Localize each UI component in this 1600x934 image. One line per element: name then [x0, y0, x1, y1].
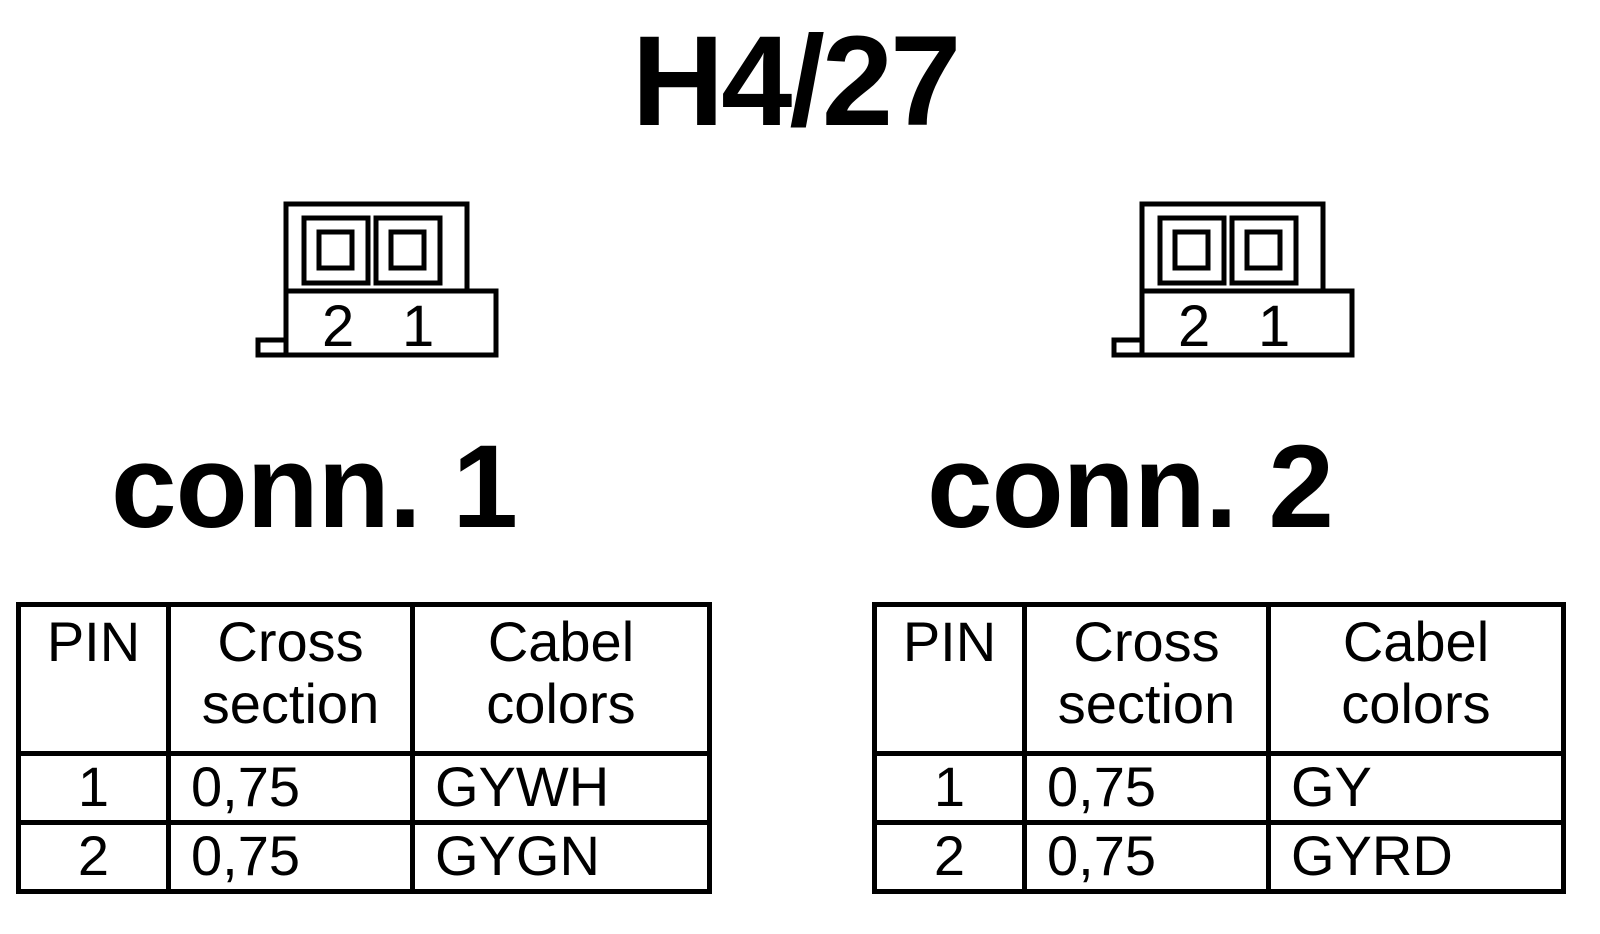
connector-2-latch: [1111, 337, 1145, 358]
table-header-row: PIN Cross section Cabel colors: [16, 602, 712, 756]
table-row: 2 0,75 GYRD: [872, 820, 1566, 894]
connector-2-pin-label-1: 1: [1258, 294, 1290, 359]
cell-cross-section: 0,75: [1022, 820, 1271, 894]
header-pin: PIN: [872, 602, 1027, 756]
connector-2-base: [1139, 288, 1355, 358]
header-cabel-colors: Cabel colors: [1266, 602, 1566, 756]
connector-2-cavity-1-inner: [1244, 229, 1283, 271]
connector-1-label: conn. 1: [110, 421, 518, 553]
header-cross-section: Cross section: [1022, 602, 1271, 756]
connector-1-pin-label-1: 1: [402, 294, 434, 359]
table-row: 1 0,75 GYWH: [16, 751, 712, 825]
cell-pin: 2: [16, 820, 171, 894]
connector-1-latch: [255, 337, 289, 358]
cell-color: GY: [1266, 751, 1566, 825]
connector-1-cavity-1-outer: [373, 215, 443, 286]
connector-2-pin-table: PIN Cross section Cabel colors 1 0,75 GY…: [872, 602, 1566, 894]
connector-2-cavity-1-outer: [1229, 215, 1299, 286]
cell-cross-section: 0,75: [1022, 751, 1271, 825]
header-cabel-colors: Cabel colors: [410, 602, 712, 756]
connector-2-label: conn. 2: [926, 421, 1334, 553]
connector-panel-1: 2 1 conn. 1 PIN Cross section Cabel colo…: [14, 0, 734, 934]
cell-cross-section: 0,75: [166, 751, 415, 825]
cell-pin: 1: [16, 751, 171, 825]
connector-1-drawing: 2 1: [255, 201, 499, 359]
cell-cross-section: 0,75: [166, 820, 415, 894]
cell-color: GYRD: [1266, 820, 1566, 894]
connector-1-cavity-2-inner: [316, 229, 355, 271]
connector-1-pin-table: PIN Cross section Cabel colors 1 0,75 GY…: [16, 602, 712, 894]
cell-pin: 1: [872, 751, 1027, 825]
connector-1-cavity-1-inner: [388, 229, 427, 271]
table-row: 2 0,75 GYGN: [16, 820, 712, 894]
connector-1-base: [283, 288, 499, 358]
header-cross-section: Cross section: [166, 602, 415, 756]
page-title: H4/27: [631, 10, 962, 153]
connector-1-pin-label-2: 2: [322, 294, 354, 359]
cell-color: GYWH: [410, 751, 712, 825]
header-pin: PIN: [16, 602, 171, 756]
connector-2-drawing: 2 1: [1111, 201, 1355, 359]
cell-pin: 2: [872, 820, 1027, 894]
table-row: 1 0,75 GY: [872, 751, 1566, 825]
connector-2-cavity-2-outer: [1157, 215, 1227, 286]
cell-color: GYGN: [410, 820, 712, 894]
connector-1-cavity-2-outer: [301, 215, 371, 286]
table-header-row: PIN Cross section Cabel colors: [872, 602, 1566, 756]
connector-2-cavity-2-inner: [1172, 229, 1211, 271]
connector-panel-2: 2 1 conn. 2 PIN Cross section Cabel colo…: [870, 0, 1590, 934]
connector-2-pin-label-2: 2: [1178, 294, 1210, 359]
